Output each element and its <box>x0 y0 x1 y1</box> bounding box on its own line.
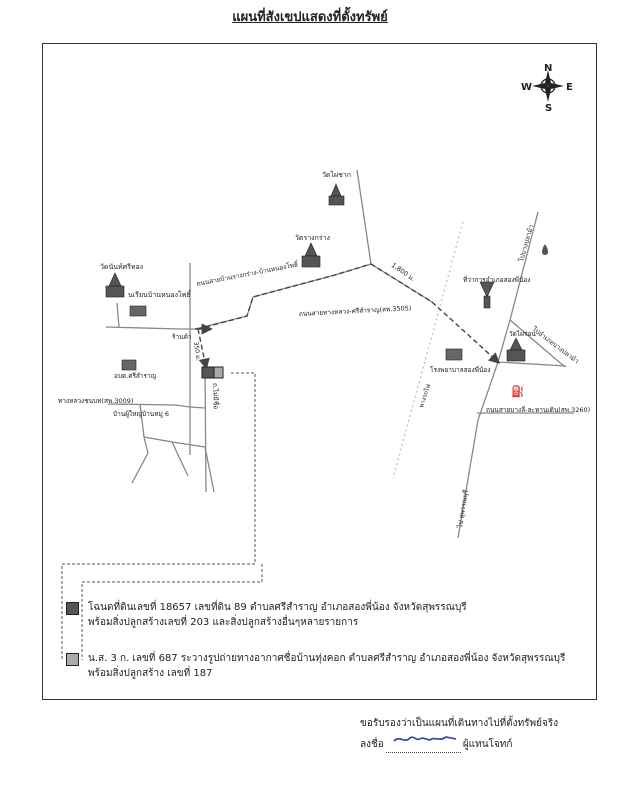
compass-s: S <box>545 103 552 114</box>
label-hospital: โรงพยาบาลสองพี่น้อง <box>430 365 491 374</box>
temple-icon <box>301 242 321 268</box>
signature-line <box>385 732 461 753</box>
sign-suffix: ผู้แทนโจทก์ <box>462 739 513 750</box>
legend-swatch-1 <box>66 602 79 615</box>
gas-icon: ⛽ <box>511 385 525 398</box>
legend-leader-line-2 <box>81 564 263 660</box>
label-road-song-phi-nong: ถนนสายทางหลวง-ศรีสำราญ(สพ.3505) <box>299 304 412 318</box>
page-title: แผนที่สังเขปแสดงที่ตั้งทรัพย์ <box>232 10 388 25</box>
district-office-icon <box>479 281 495 309</box>
certification-block: ขอรับรองว่าเป็นแผนที่เดินทางไปที่ตั้งทรั… <box>360 716 558 753</box>
label-to-bottom: ไป สุพรรณบุรี <box>456 489 470 530</box>
temple-icon <box>105 272 125 298</box>
label-rail: ทางรถไฟ <box>417 383 432 409</box>
compass-e: E <box>566 82 573 93</box>
legend-1-line1: โฉนดที่ดินเลขที่ 18657 เลขที่ดิน 89 ตำบล… <box>88 602 467 613</box>
railway-line <box>392 221 464 479</box>
map-frame <box>42 43 597 700</box>
label-road-rang-krang: ถนนสายบ้านรางกร่าง-บ้านหนองโพธิ์ <box>196 259 300 288</box>
legend-item-1: โฉนดที่ดินเลขที่ 18657 เลขที่ดิน 89 ตำบล… <box>66 600 566 632</box>
compass-w: W <box>521 82 532 93</box>
label-hwy: ทางหลวงชนบท(สพ.3009) <box>58 397 133 405</box>
school-icon <box>129 305 147 317</box>
hospital-icon <box>445 348 463 361</box>
property-parcel-1-marker <box>201 366 215 379</box>
label-dist-2: 350 ม. <box>192 341 202 361</box>
compass-rose-icon <box>532 70 564 102</box>
legend-2-line2: พร้อมสิ่งปลูกสร้าง เลขที่ 187 <box>88 668 213 679</box>
certification-statement: ขอรับรองว่าเป็นแผนที่เดินทางไปที่ตั้งทรั… <box>360 718 559 729</box>
label-village: บ้านผู้ใหญ่บ้านหมู่ 6 <box>113 410 169 418</box>
obt-office-icon <box>121 359 137 371</box>
legend-swatch-2 <box>66 653 79 666</box>
label-school: นเรียนบ้านหนองโพธิ์ <box>128 289 192 299</box>
label-road-bottom: ถนนสายบางลี่-ละหานเดิน(สพ.3260) <box>486 405 590 414</box>
route-path <box>197 263 501 370</box>
label-wat-sithong: วัดนันท์ศรีทอง <box>100 263 143 271</box>
road-network <box>105 169 574 539</box>
temple-icon <box>328 183 345 206</box>
compass-n: N <box>544 63 552 74</box>
label-dist-1: 1,800 ม. <box>390 261 417 283</box>
label-obt: อบต.ศรีสำราญ <box>114 372 157 380</box>
signature-icon <box>393 736 456 742</box>
label-soi: ถ.ไม่มีชื่อ <box>211 383 221 410</box>
sign-prefix: ลงชื่อ <box>360 739 384 750</box>
label-wat-phai-chak: วัดไผ่ชาก <box>322 170 351 179</box>
property-parcel-2-marker <box>213 366 224 379</box>
gas-station-icon <box>542 244 548 255</box>
label-shop: ร้านค้า <box>172 333 192 341</box>
label-to-top: ไปบางปลาม้า <box>517 223 536 263</box>
legend-item-2: น.ส. 3 ก. เลขที่ 687 ระวางรูปถ่ายทางอากา… <box>66 651 576 683</box>
legend-2-line1: น.ส. 3 ก. เลขที่ 687 ระวางรูปถ่ายทางอากา… <box>88 653 566 664</box>
temple-icon <box>506 337 526 362</box>
label-wat-rang-krang: วัดรางกร่าง <box>295 234 330 242</box>
legend-leader-line-1 <box>61 372 256 660</box>
label-wat-phai-rong: วัดไผ่ร่อน <box>509 330 536 338</box>
legend-1-line2: พร้อมสิ่งปลูกสร้างเลขที่ 203 และสิ่งปลูก… <box>88 617 359 628</box>
label-district-office: ที่ว่าการอำเภอสองพี่น้อง <box>463 275 530 284</box>
